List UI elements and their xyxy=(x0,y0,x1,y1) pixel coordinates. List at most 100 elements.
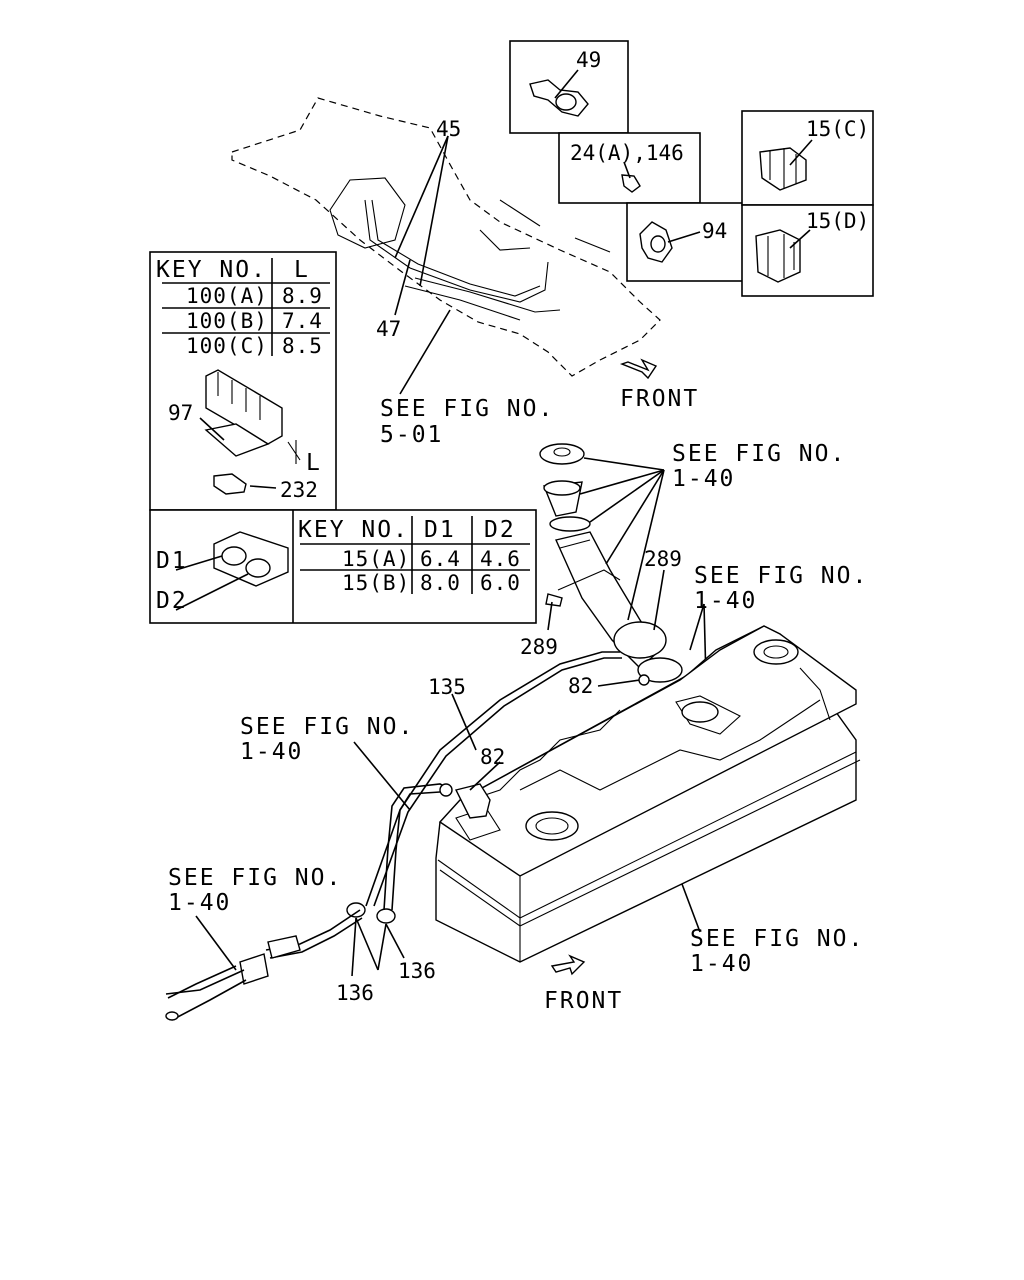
callout-82-upper: 82 xyxy=(568,674,593,698)
front-arrow-bottom-icon xyxy=(550,954,586,976)
callout-136-right: 136 xyxy=(398,959,436,983)
clip-49-icon xyxy=(529,79,589,117)
table-d-header-d2: D2 xyxy=(484,517,516,543)
callout-49: 49 xyxy=(576,48,601,72)
leader-82-lower xyxy=(469,761,501,791)
leader-filler-2 xyxy=(579,469,665,495)
leader-see-fig-1-40-left xyxy=(353,741,411,811)
leader-15c xyxy=(789,139,813,166)
table-l-cell: 100(B) xyxy=(186,309,268,333)
table-d-cell: 15(B) xyxy=(342,571,410,595)
leader-136-d xyxy=(385,923,405,959)
filler-neck-assembly xyxy=(539,443,683,683)
clamp-82-lower-icon xyxy=(439,783,453,797)
clamp-15-icon xyxy=(213,531,289,587)
leader-135 xyxy=(451,693,477,751)
chassis-frame-drawing xyxy=(231,97,661,377)
leader-97 xyxy=(199,417,225,441)
callout-232: 232 xyxy=(280,478,318,502)
see-fig-1-40-tank-line1: SEE FIG NO. xyxy=(690,926,864,952)
leader-see-fig-1-40-right-a xyxy=(689,603,705,651)
front-label-bottom: FRONT xyxy=(544,988,623,1014)
leader-82-upper xyxy=(597,679,641,687)
see-fig-1-40-filler-line1: SEE FIG NO. xyxy=(672,441,846,467)
leader-see-fig-1-40-tank xyxy=(681,883,701,933)
clamp-82-upper-icon xyxy=(638,674,650,686)
callout-82-lower: 82 xyxy=(480,745,505,769)
leader-45b xyxy=(419,135,449,287)
table-l: KEY NO. L 100(A) 8.9 100(B) 7.4 100(C) 8… xyxy=(156,257,330,358)
callout-24-146: 24(A),146 xyxy=(570,141,684,165)
see-fig-1-40-left-line1: SEE FIG NO. xyxy=(240,714,414,740)
see-fig-1-40-filler-line2: 1-40 xyxy=(672,466,735,492)
table-d: KEY NO. D1 D2 15(A) 6.4 4.6 15(B) 8.0 6.… xyxy=(298,516,530,595)
leader-136-a xyxy=(355,917,379,971)
see-fig-1-40-left-line2: 1-40 xyxy=(240,739,303,765)
leader-filler-3 xyxy=(589,469,665,523)
see-fig-1-40-lower-left-line2: 1-40 xyxy=(168,890,231,916)
table-d-cell: 8.0 xyxy=(420,571,461,595)
table-l-cell: 8.9 xyxy=(282,284,323,308)
callout-97: 97 xyxy=(168,401,193,425)
clip-94-icon xyxy=(639,221,673,263)
callout-136-left: 136 xyxy=(336,981,374,1005)
leader-24 xyxy=(623,161,631,179)
leader-136-b xyxy=(377,923,387,971)
table-d-header-key: KEY NO. xyxy=(298,517,409,543)
callout-45: 45 xyxy=(436,117,461,141)
callout-15c: 15(C) xyxy=(806,117,869,141)
callout-47: 47 xyxy=(376,317,401,341)
leader-filler-4 xyxy=(605,469,665,565)
see-fig-1-40-tank-line2: 1-40 xyxy=(690,951,753,977)
clip-15d-icon xyxy=(755,229,801,283)
hose-connector-lower-left xyxy=(165,909,363,1021)
table-d-cell: 6.0 xyxy=(480,571,521,595)
leader-see-fig-5-01 xyxy=(399,309,451,395)
d2-label: D2 xyxy=(156,588,188,614)
table-l-cell: 100(C) xyxy=(186,334,268,358)
clamp-136-left-icon xyxy=(346,902,366,918)
table-l-cell: 7.4 xyxy=(282,309,323,333)
leader-232 xyxy=(249,485,277,489)
front-arrow-icon xyxy=(619,358,658,380)
see-fig-5-01-line2: 5-01 xyxy=(380,422,443,448)
leader-filler-5 xyxy=(627,469,665,621)
leader-289-left xyxy=(547,601,553,631)
table-d-cell: 4.6 xyxy=(480,547,521,571)
leader-47 xyxy=(394,259,411,316)
table-d-header-d1: D1 xyxy=(424,517,456,543)
table-l-cell: 100(A) xyxy=(186,284,268,308)
table-d-cell: 6.4 xyxy=(420,547,461,571)
callout-94: 94 xyxy=(702,219,727,243)
table-d-cell: 15(A) xyxy=(342,547,410,571)
front-label-top: FRONT xyxy=(620,386,699,412)
table-l-header-l: L xyxy=(294,257,310,283)
leader-15d xyxy=(789,229,811,249)
callout-289-left: 289 xyxy=(520,635,558,659)
leader-d1 xyxy=(175,555,223,571)
dimension-l-label: L xyxy=(306,450,322,476)
leader-136-c xyxy=(351,917,357,977)
table-l-header-key: KEY NO. xyxy=(156,257,267,283)
clamp-136-right-icon xyxy=(376,908,396,924)
table-l-cell: 8.5 xyxy=(282,334,323,358)
leader-see-fig-1-40-lower-left xyxy=(195,915,237,971)
see-fig-1-40-lower-left-line1: SEE FIG NO. xyxy=(168,865,342,891)
detail-panel-l xyxy=(149,251,337,511)
detail-box-49 xyxy=(509,40,629,134)
leader-289-right xyxy=(653,569,665,631)
see-fig-1-40-right-line1: SEE FIG NO. xyxy=(694,563,868,589)
clip-24-icon xyxy=(621,174,641,193)
fuel-tank xyxy=(435,625,861,963)
callout-15d: 15(D) xyxy=(806,209,869,233)
callout-135: 135 xyxy=(428,675,466,699)
leader-filler-1 xyxy=(583,457,665,471)
callout-289-right: 289 xyxy=(644,547,682,571)
see-fig-5-01-line1: SEE FIG NO. xyxy=(380,396,554,422)
clamp-100-icon xyxy=(204,369,301,495)
see-fig-1-40-right-line2: 1-40 xyxy=(694,588,757,614)
leader-d2 xyxy=(175,573,249,611)
d1-label: D1 xyxy=(156,548,188,574)
leader-45a xyxy=(394,135,449,259)
leader-94 xyxy=(667,231,701,243)
